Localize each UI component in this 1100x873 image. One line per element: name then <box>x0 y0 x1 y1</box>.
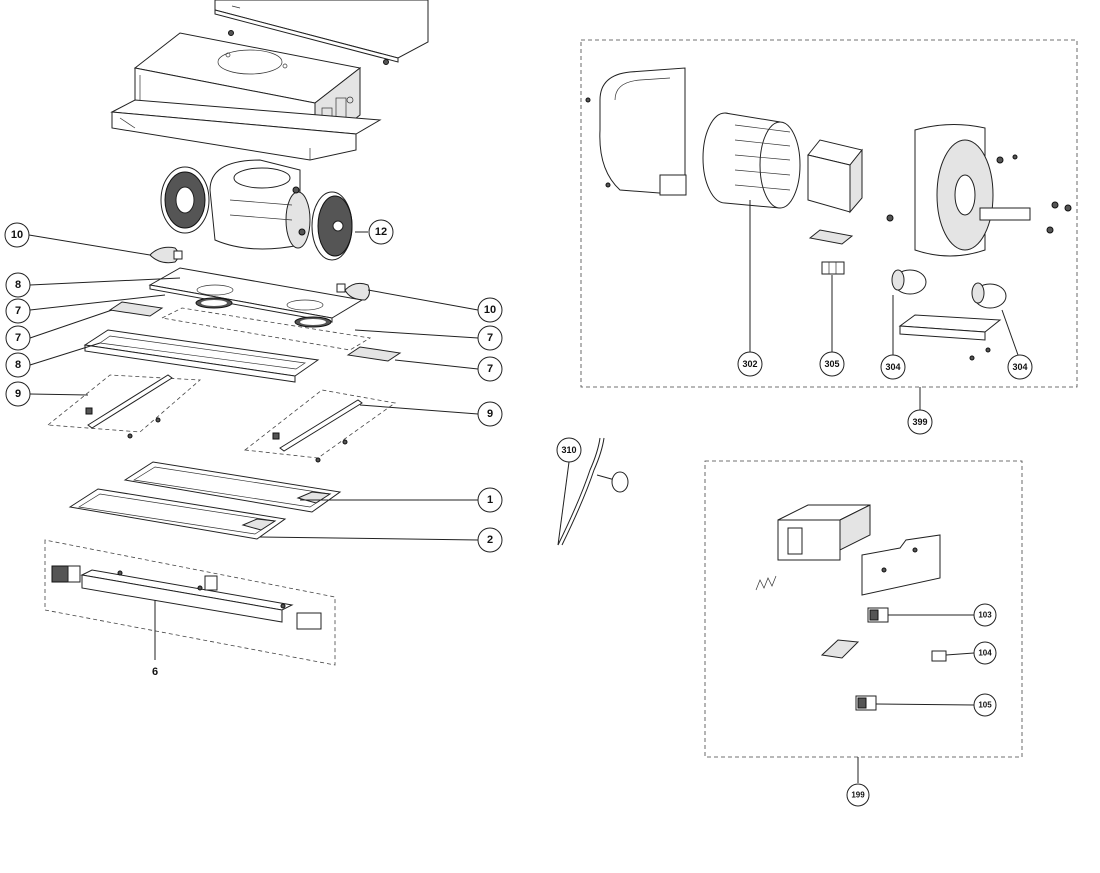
callout-302: 302 <box>737 351 763 377</box>
terminal-connector <box>808 229 854 275</box>
svg-text:2: 2 <box>487 534 493 546</box>
control-plate <box>861 534 941 596</box>
label-6: 6 <box>152 666 158 678</box>
spring <box>755 575 777 591</box>
callout-310: 310 <box>556 437 582 463</box>
lamp-holder-right <box>971 282 1007 309</box>
svg-text:8: 8 <box>15 359 21 371</box>
callout-12: 12 <box>368 219 394 245</box>
svg-text:305: 305 <box>824 359 839 369</box>
svg-text:9: 9 <box>487 408 493 420</box>
gasket-rings <box>195 297 332 328</box>
middle-plate <box>160 307 372 351</box>
svg-text:104: 104 <box>978 649 992 658</box>
callout-10-right: 10 <box>477 297 503 323</box>
control-kit-group <box>704 460 1023 783</box>
svg-text:103: 103 <box>978 611 992 620</box>
callout-105: 105 <box>973 693 997 717</box>
callout-7-upper-left: 7 <box>5 298 31 324</box>
svg-text:7: 7 <box>487 332 493 344</box>
lower-frame-plate <box>83 329 320 383</box>
svg-text:7: 7 <box>487 363 493 375</box>
capacitor-block <box>807 139 863 214</box>
callout-305: 305 <box>819 351 845 377</box>
switch-housing <box>777 504 871 561</box>
callout-304-right: 304 <box>1007 354 1033 380</box>
svg-text:399: 399 <box>912 417 927 427</box>
svg-text:105: 105 <box>978 701 992 710</box>
callout-10-left: 10 <box>4 222 30 248</box>
svg-text:9: 9 <box>15 388 21 400</box>
svg-text:12: 12 <box>375 226 387 238</box>
motor-kit-group <box>580 39 1078 410</box>
svg-text:199: 199 <box>851 791 865 800</box>
grease-filter-1 <box>123 461 342 513</box>
svg-text:7: 7 <box>15 332 21 344</box>
callout-9-right: 9 <box>477 401 503 427</box>
mounting-bracket <box>214 0 429 65</box>
callout-103: 103 <box>973 603 997 627</box>
switch-103 <box>867 607 889 623</box>
callout-7-upper-right: 7 <box>477 325 503 351</box>
svg-text:310: 310 <box>561 445 576 455</box>
leader-lines-left <box>28 231 479 660</box>
callout-7-lower-left: 7 <box>5 325 31 351</box>
switch-104 <box>931 650 947 662</box>
svg-text:304: 304 <box>1012 362 1027 372</box>
callout-8-top: 8 <box>5 272 31 298</box>
switch-105 <box>855 695 877 711</box>
callout-9-left: 9 <box>5 381 31 407</box>
callout-8-bottom: 8 <box>5 352 31 378</box>
svg-text:10: 10 <box>484 304 496 316</box>
callout-104: 104 <box>973 641 997 665</box>
callout-199: 199 <box>846 783 870 807</box>
rail-right <box>243 389 397 463</box>
motor-unit <box>886 123 1072 257</box>
lamp-bracket <box>898 314 1002 361</box>
svg-text:7: 7 <box>15 305 21 317</box>
svg-text:302: 302 <box>742 359 757 369</box>
pcb-board-right <box>346 346 402 362</box>
svg-text:1: 1 <box>487 494 493 506</box>
callout-399: 399 <box>907 409 933 435</box>
callout-1: 1 <box>477 487 503 513</box>
callout-2: 2 <box>477 527 503 553</box>
fan-wheel <box>702 112 801 209</box>
grease-filter-2 <box>68 488 287 540</box>
top-plate <box>148 267 364 323</box>
housing-base-frame <box>110 99 382 161</box>
svg-text:10: 10 <box>11 229 23 241</box>
control-panel-group <box>44 539 336 666</box>
cable-part <box>557 437 629 546</box>
lamp-holder-left <box>891 269 927 295</box>
callout-304-left: 304 <box>880 354 906 380</box>
lamp-bulb-left <box>149 246 183 264</box>
rail-left <box>46 374 202 439</box>
svg-text:304: 304 <box>885 362 900 372</box>
svg-text:8: 8 <box>15 279 21 291</box>
spacer-plate <box>820 639 860 659</box>
scroll-housing-left <box>585 67 687 196</box>
pcb-board-left <box>108 301 164 317</box>
callout-7-lower-right: 7 <box>477 356 503 382</box>
lamp-bulb-right <box>336 282 370 301</box>
motor-blower-assembly <box>160 159 353 261</box>
